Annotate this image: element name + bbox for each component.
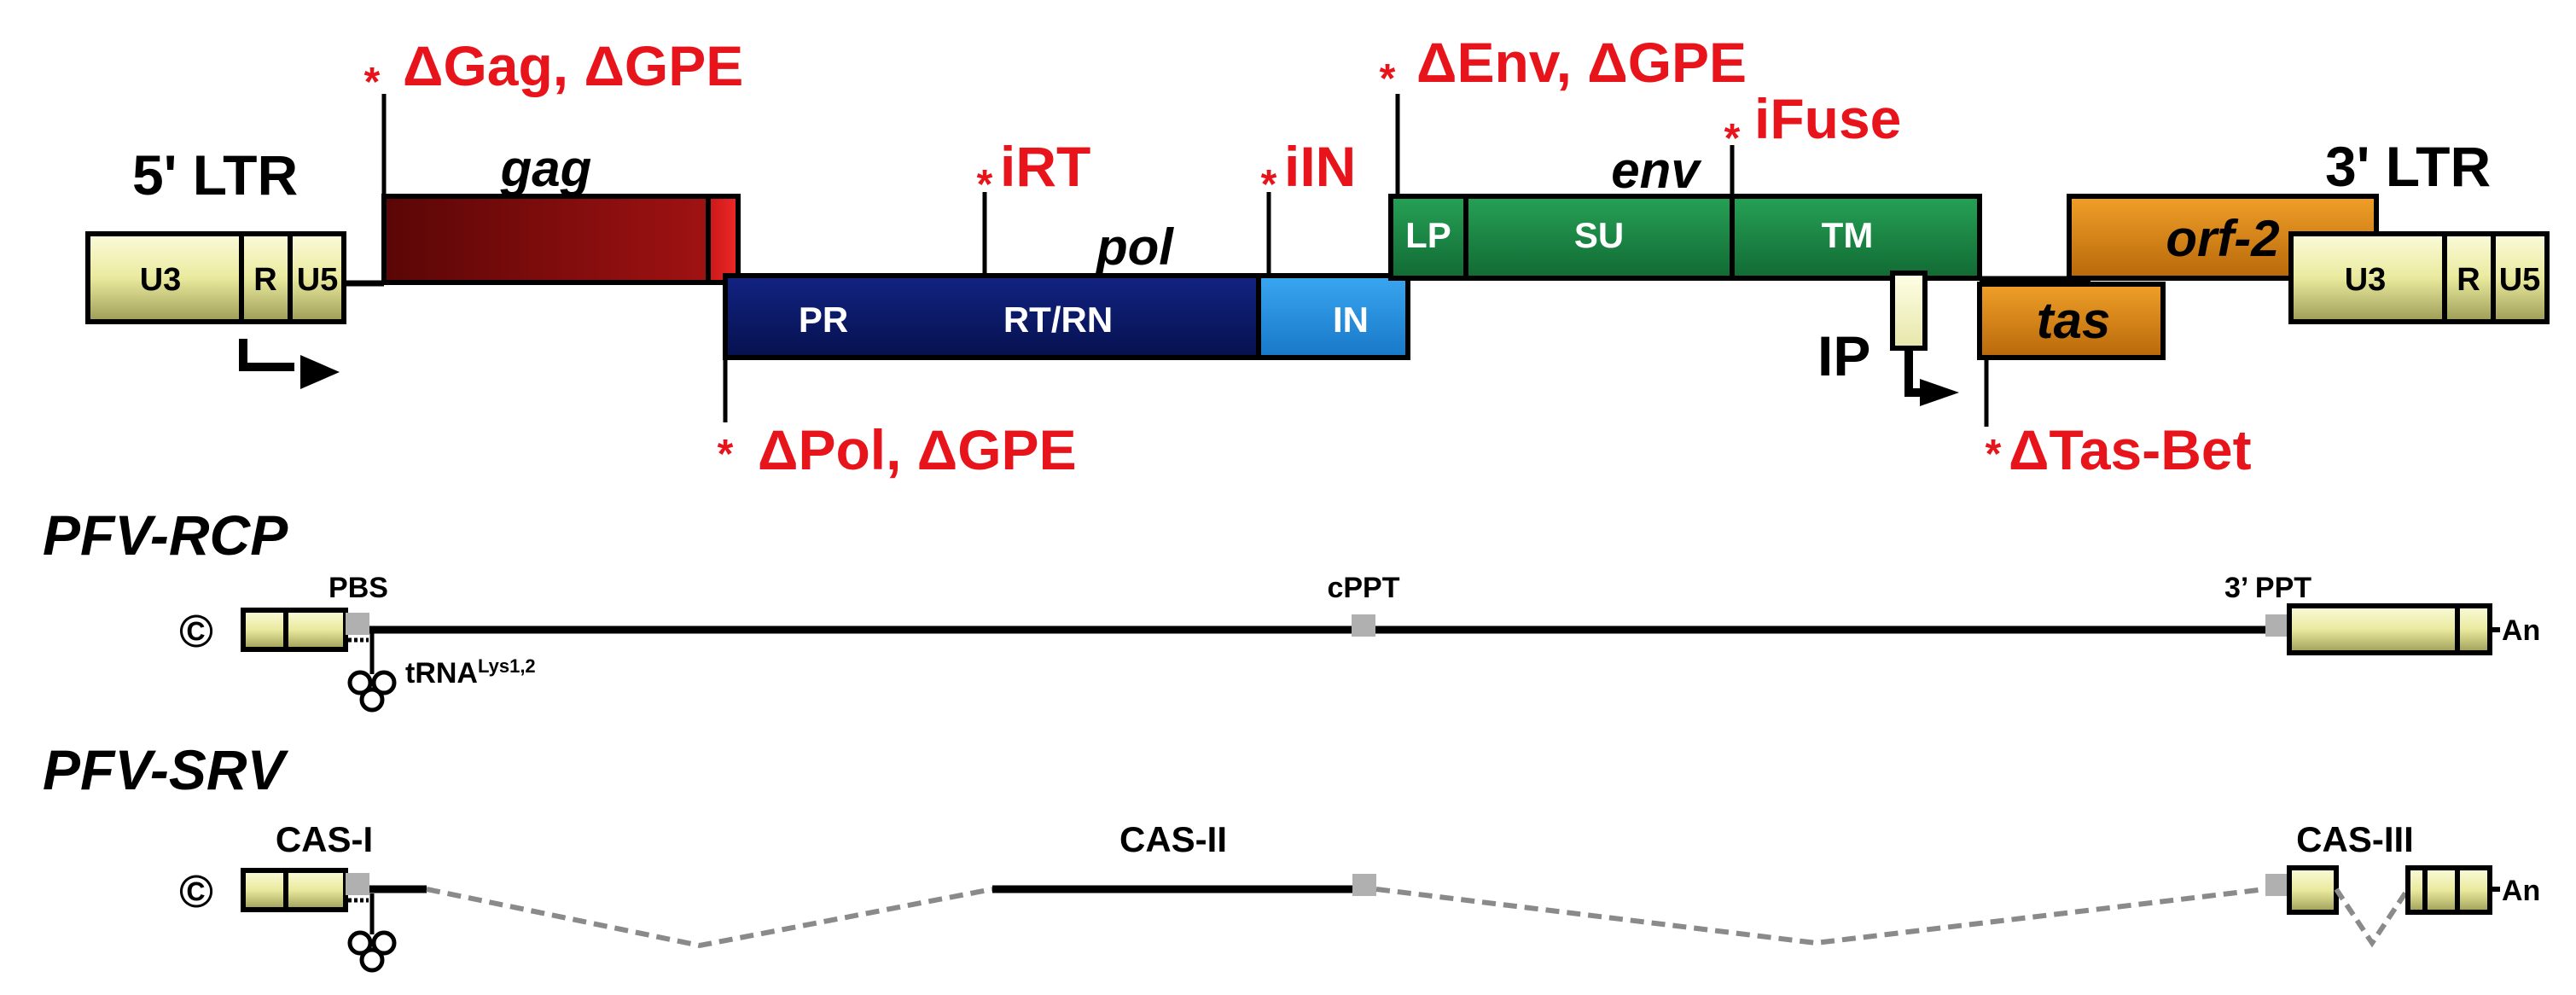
gag-label: gag — [500, 140, 592, 197]
rcp-title: PFV-RCP — [43, 503, 288, 567]
rcp-cppt-box — [1352, 614, 1375, 637]
rcp-cppt-label: cPPT — [1327, 572, 1399, 604]
tas-box — [1977, 282, 2166, 360]
rcp-3ppt-label: 3’ PPT — [2224, 572, 2311, 604]
ltr5-promoter-arrow-icon — [239, 339, 340, 389]
ip-promoter-arrow-icon — [1904, 348, 1959, 406]
ip-label: IP — [1817, 324, 1870, 387]
ltr5-u5-label: U5 — [297, 262, 339, 298]
srv-splice-2 — [1375, 887, 2266, 946]
genome-map: U3 R U5 5' LTR gag pol PR RT/RN IN — [85, 135, 2550, 406]
mutation-irt-label: iRT — [1000, 135, 1090, 198]
mutation-gag-star: * — [364, 60, 381, 105]
pol-box — [723, 273, 1410, 360]
srv-splice-3 — [2334, 887, 2410, 948]
ip-box — [1890, 271, 1928, 351]
rcp-5prime-box — [241, 608, 348, 652]
srv-cas3-ppt-box — [2265, 874, 2289, 896]
srv-cas2-label: CAS-II — [1119, 819, 1227, 859]
orf2-label: orf-2 — [2166, 210, 2279, 267]
srv-title: PFV-SRV — [43, 738, 289, 801]
mutation-iin-label: iIN — [1284, 135, 1356, 198]
rcp-trna-label: tRNALys1,2 — [405, 655, 536, 690]
srv-polya-label: An — [2502, 875, 2540, 907]
srv-cas3-box-a — [2287, 865, 2339, 915]
mutation-annotations: * ΔGag, ΔGPE * iRT * iIN * ΔEnv, ΔGPE * … — [364, 31, 2252, 481]
srv-cas1-box — [241, 868, 348, 912]
ltr5-title: 5' LTR — [132, 143, 298, 207]
srv-trna-icon — [347, 893, 397, 973]
rcp-section: PFV-RCP © PBS tRNALys1,2 cPPT 3’ PPT An — [43, 503, 2540, 713]
ltr3-u5-label: U5 — [2499, 262, 2541, 298]
mutation-ifuse-label: iFuse — [1754, 87, 1901, 150]
pol-domain-rt-rn: RT/RN — [1003, 300, 1113, 340]
mutation-pol-label: ΔPol, ΔGPE — [758, 418, 1077, 481]
env-box — [1388, 194, 1982, 281]
mutation-gag-label: ΔGag, ΔGPE — [403, 34, 743, 97]
rcp-trna-icon — [347, 633, 397, 713]
srv-cas3-box-b — [2405, 865, 2492, 915]
ltr3-u3-label: U3 — [2345, 262, 2387, 298]
srv-cas3-label: CAS-III — [2296, 819, 2414, 859]
tas-label: tas — [2037, 292, 2111, 349]
mutation-tasbet-label: ΔTas-Bet — [2009, 418, 2252, 481]
ltr3-box: U3 R U5 — [2288, 231, 2550, 324]
mutation-pol-star: * — [718, 432, 734, 477]
pol-domain-pr: PR — [799, 300, 848, 340]
rcp-polya-label: An — [2502, 614, 2540, 647]
env-label: env — [1611, 142, 1702, 199]
ltr5-r-label: R — [253, 262, 276, 298]
rcp-pbs-box — [346, 613, 369, 635]
gag-box — [381, 194, 741, 285]
env-domain-su: SU — [1574, 215, 1624, 255]
rcp-cap-icon: © — [179, 606, 213, 657]
mutation-iin-star: * — [1261, 162, 1277, 207]
srv-cas1-label: CAS-I — [276, 819, 373, 859]
env-domain-lp: LP — [1405, 215, 1451, 255]
rcp-3ppt-box — [2265, 614, 2289, 637]
srv-cas2-ppt-box — [1352, 874, 1376, 896]
mutation-ifuse-star: * — [1724, 116, 1741, 161]
srv-cap-icon: © — [179, 866, 213, 917]
ltr3-r-label: R — [2457, 262, 2480, 298]
srv-section: PFV-SRV © CAS-I CAS-II — [43, 738, 2540, 973]
rcp-pbs-label: PBS — [329, 572, 388, 604]
mutation-env-star: * — [1380, 56, 1396, 102]
mutation-env-label: ΔEnv, ΔGPE — [1416, 31, 1747, 94]
rcp-3prime-box — [2287, 603, 2492, 655]
ltr5-box: U3 R U5 — [85, 231, 346, 324]
ltr5-u3-label: U3 — [140, 262, 182, 298]
ltr3-title: 3' LTR — [2325, 135, 2491, 198]
mutation-irt-star: * — [977, 162, 993, 207]
mutation-tasbet-star: * — [1986, 432, 2002, 477]
env-domain-tm: TM — [1822, 215, 1874, 255]
pol-domain-in: IN — [1333, 300, 1369, 340]
srv-cas1-pbs-box — [346, 873, 369, 895]
pol-label: pol — [1095, 218, 1174, 276]
srv-splice-1 — [426, 887, 993, 949]
